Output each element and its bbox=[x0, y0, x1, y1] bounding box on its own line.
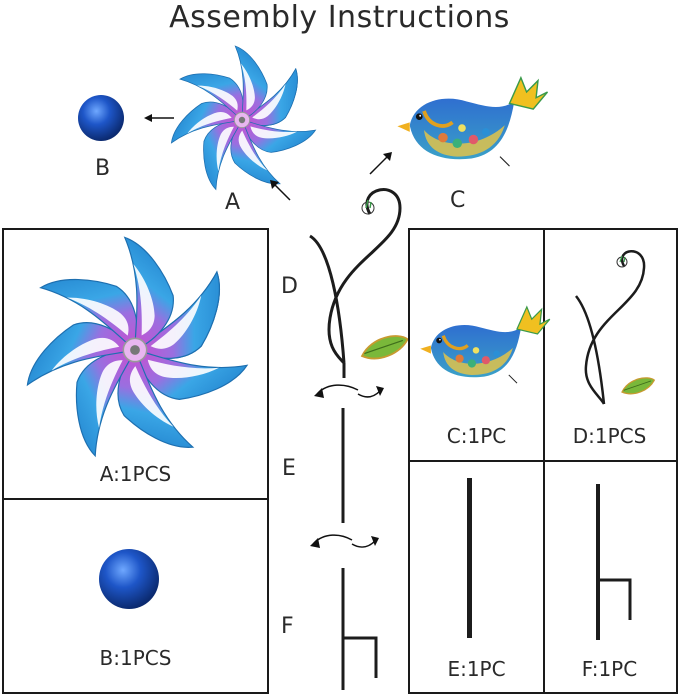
part-e-rod-illustration bbox=[467, 478, 472, 638]
parts-panel-left bbox=[2, 228, 269, 694]
arrow-diagonal-icon bbox=[270, 180, 291, 201]
part-c-bird-illustration bbox=[395, 75, 550, 169]
caption-c: C:1PC bbox=[446, 424, 507, 448]
caption-e: E:1PC bbox=[447, 657, 506, 681]
arrow-diagonal-up-icon bbox=[369, 152, 392, 175]
label-c: C bbox=[450, 188, 466, 213]
part-a-flower-large-illustration bbox=[45, 260, 225, 440]
label-e: E bbox=[282, 456, 296, 481]
panel-divider bbox=[4, 498, 267, 500]
part-f-stake-illustration bbox=[596, 484, 632, 640]
arrow-left-icon bbox=[144, 114, 174, 122]
parts-panel-right bbox=[408, 228, 678, 694]
panel-divider-vertical bbox=[543, 230, 545, 692]
assembled-stake-illustration bbox=[309, 188, 409, 690]
label-f: F bbox=[281, 614, 294, 639]
part-c-bird-small-illustration bbox=[418, 305, 552, 385]
caption-a: A:1PCS bbox=[99, 462, 172, 486]
part-a-flower-illustration bbox=[182, 60, 302, 180]
caption-d: D:1PCS bbox=[572, 424, 647, 448]
part-b-ball-large-illustration bbox=[99, 549, 159, 609]
label-a: A bbox=[225, 190, 241, 215]
caption-f: F:1PC bbox=[581, 657, 638, 681]
caption-b: B:1PCS bbox=[99, 646, 172, 670]
label-d: D bbox=[281, 274, 298, 299]
page-title: Assembly Instructions bbox=[169, 0, 510, 35]
part-d-curved-rod-illustration bbox=[575, 250, 655, 405]
label-b: B bbox=[95, 156, 111, 181]
part-b-ball-illustration bbox=[78, 95, 124, 141]
